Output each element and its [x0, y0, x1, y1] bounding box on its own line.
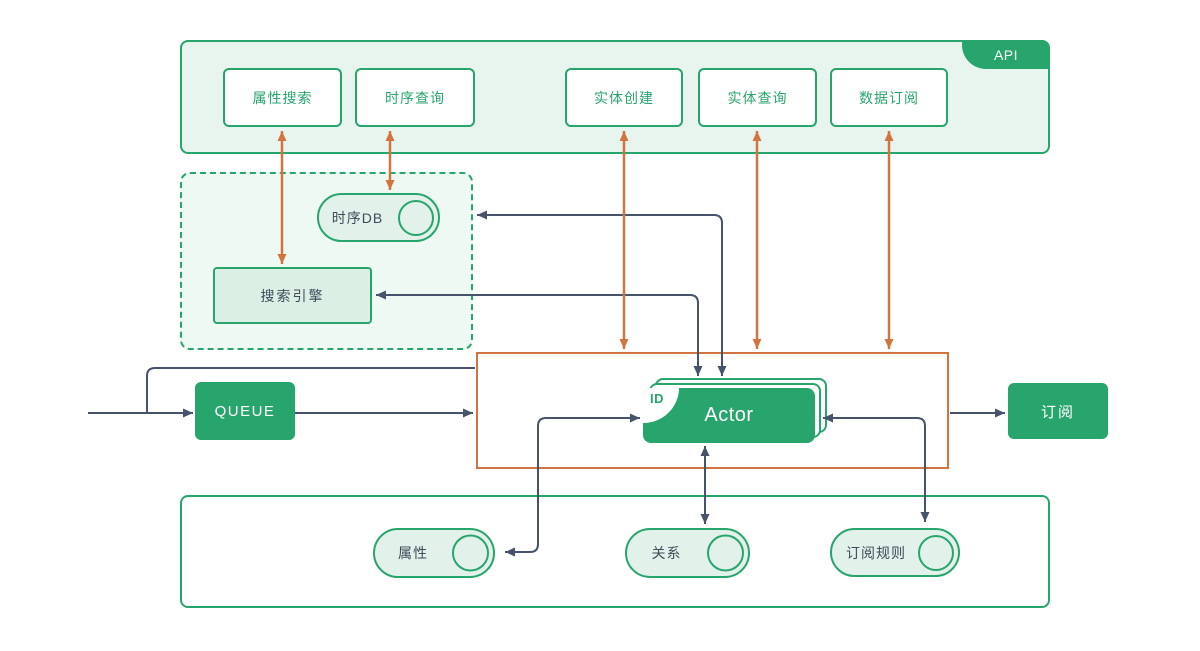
attributes-cylinder: 属性 — [373, 528, 495, 578]
search-engine-label: 搜索引擎 — [260, 287, 325, 304]
api-endpoint-timeseries-query: 时序查询 — [355, 68, 475, 127]
actor-id-label: ID — [650, 391, 664, 406]
relations-cylinder: 关系 — [625, 528, 750, 578]
api-tag: API — [962, 40, 1050, 69]
api-endpoint-data-subscription: 数据订阅 — [830, 68, 948, 127]
tsdb-cylinder: 时序DB — [317, 193, 440, 242]
api-endpoint-entity-create: 实体创建 — [565, 68, 683, 127]
api-endpoint-attribute-search: 属性搜索 — [223, 68, 342, 127]
subscription-rules-label: 订阅规则 — [846, 544, 906, 561]
tsdb-cylinder-cap — [398, 199, 434, 236]
actor-id-badge: ID — [643, 388, 679, 423]
api-endpoint-entity-query: 实体查询 — [698, 68, 817, 127]
api-tag-label: API — [993, 46, 1019, 63]
relations-cylinder-cap — [707, 534, 744, 572]
subscription-rules-cylinder-cap — [918, 534, 954, 571]
relations-label: 关系 — [651, 545, 682, 561]
queue-label: QUEUE — [214, 402, 276, 420]
actor-label: Actor — [704, 404, 754, 426]
queue-node: QUEUE — [195, 382, 295, 440]
actor-node: ID Actor — [643, 388, 815, 443]
tsdb-label: 时序DB — [331, 209, 384, 226]
attributes-label: 属性 — [398, 545, 428, 561]
attributes-cylinder-cap — [452, 534, 489, 572]
search-engine-node: 搜索引擎 — [213, 267, 372, 324]
subscribe-node: 订阅 — [1008, 383, 1108, 439]
subscribe-label: 订阅 — [1040, 403, 1075, 421]
subscription-rules-cylinder: 订阅规则 — [830, 528, 960, 577]
